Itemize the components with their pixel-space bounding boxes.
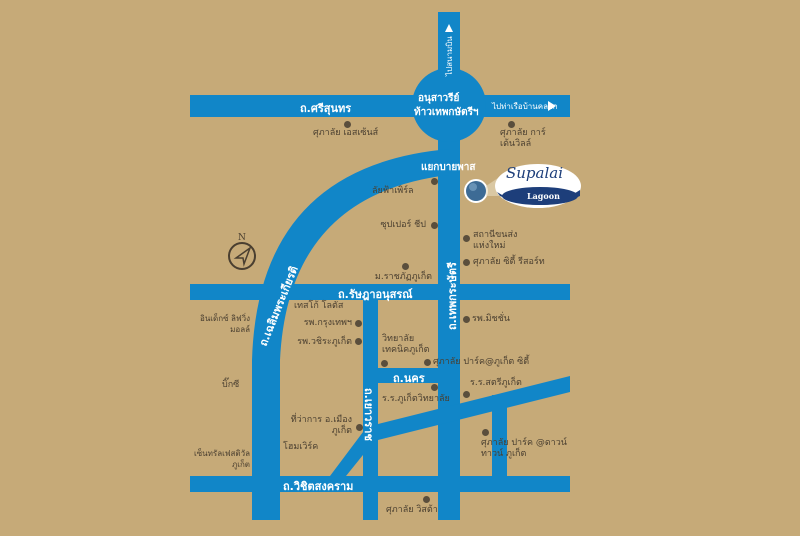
landmark-dot-icon	[463, 316, 470, 323]
road-yaowarat	[363, 300, 378, 520]
landmark: ซุปเปอร์ ชีป	[380, 220, 426, 230]
arrow-right-icon	[548, 101, 556, 111]
landmark-dot-icon	[355, 338, 362, 345]
landmark-dot-icon	[402, 263, 409, 270]
landmark: อินเด็กซ์ ลิฟวิ่ง มอลล์	[200, 314, 250, 334]
road-label-nakhon: ถ.นคร	[393, 372, 425, 385]
logo-brand: Supalai	[506, 164, 564, 182]
landmark-dot-icon	[482, 429, 489, 436]
landmark: ศุภาลัย ปาร์ค@ภูเก็ต ซิตี้	[433, 357, 530, 367]
project-marker-icon	[464, 178, 500, 203]
monument-line2: ท้าวเทพกษัตรีฯ	[414, 107, 479, 118]
landmark-dot-icon	[431, 178, 438, 185]
landmark: เทสโก้ โลตัส	[294, 301, 344, 311]
road-wichit	[190, 476, 570, 492]
landmark: บิ๊กซี	[222, 380, 240, 390]
road-diagonal	[378, 376, 570, 440]
logo-sub: Lagoon	[527, 191, 560, 201]
road-chaloem	[252, 149, 449, 492]
landmark: รพ.มิชชั่น	[472, 314, 510, 324]
landmark: รพ.กรุงเทพฯ	[303, 318, 352, 328]
landmark: สถานีขนส่ง แห่งใหม่	[473, 230, 518, 251]
road-label-thepkrasattri: ถ.เทพกระษัตรี	[446, 262, 459, 330]
landmark-dot-icon	[424, 359, 431, 366]
landmark: วิทยาลัย เทคนิคภูเก็ต	[382, 334, 430, 355]
landmark: ร.ร.สตรีภูเก็ต	[470, 378, 522, 388]
landmark-dot-icon	[355, 320, 362, 327]
compass-north-label: N	[238, 233, 246, 243]
landmark-dot-icon	[356, 424, 363, 431]
direction-airport: ไปสนามบิน	[445, 36, 454, 76]
landmark-dot-icon	[508, 121, 515, 128]
landmark-dot-icon	[431, 384, 438, 391]
road-diagonal-link	[330, 432, 367, 476]
landmark: ม.ราชภัฏภูเก็ต	[374, 272, 432, 282]
landmark: ที่ว่าการ อ.เมืองภูเก็ต	[290, 415, 352, 436]
road-label-yaowarat: ถ.เยาวราช	[362, 388, 375, 441]
landmark-dot-icon	[463, 259, 470, 266]
arrow-up-icon	[445, 24, 453, 32]
monument-roundabout	[412, 68, 486, 142]
road-chaloem-south	[252, 492, 280, 520]
road-ratsada	[190, 284, 570, 300]
landmark: ศุภาลัย การ์เด้นวิลล์	[500, 128, 546, 149]
landmark: ร.ร.ภูเก็ตวิทยาลัย	[382, 394, 450, 404]
landmark: ลัยฟ้าเพิร์ล	[372, 186, 414, 196]
landmark-dot-icon	[431, 222, 438, 229]
landmark: รพ.วชิระภูเก็ต	[297, 337, 352, 347]
road-label-ratsada: ถ.รัษฎาอนุสรณ์	[338, 288, 413, 301]
landmark: โฮมเวิร์ค	[283, 442, 319, 452]
landmark: เซ็นทรัลเฟสติวัล ภูเก็ต	[194, 449, 250, 469]
landmark-dot-icon	[344, 121, 351, 128]
supalai-lagoon-logo	[495, 164, 581, 208]
junction-bypass: แยกบายพาส	[421, 162, 476, 173]
landmark-dot-icon	[423, 496, 430, 503]
landmark-dot-icon	[463, 235, 470, 242]
landmark: ศุภาลัย วิสต้า	[386, 505, 438, 515]
landmark-dot-icon	[463, 391, 470, 398]
landmark-dot-icon	[381, 360, 388, 367]
direction-pier: ไปท่าเรือบ้านคลอก	[492, 102, 558, 111]
road-label-wichit: ถ.วิชิตสงคราม	[283, 480, 354, 493]
road-side	[492, 395, 507, 476]
landmark: ศุภาลัย เอสเซ้นส์	[313, 128, 379, 138]
compass-icon	[228, 242, 256, 270]
road-label-srisunthon: ถ.ศรีสุนทร	[300, 102, 352, 115]
landmark: ศุภาลัย ปาร์ค @ดาวน์ทาวน์ ภูเก็ต	[481, 438, 567, 459]
landmark: ศุภาลัย ซิตี้ รีสอร์ท	[473, 257, 545, 267]
monument-line1: อนุสาวรีย์	[418, 93, 460, 104]
road-nakhon	[378, 368, 438, 383]
